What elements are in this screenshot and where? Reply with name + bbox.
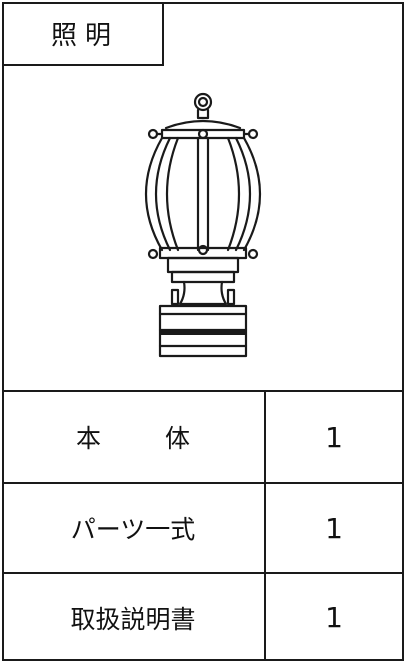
table-row: パーツ一式 1 xyxy=(2,482,404,572)
item-qty: 1 xyxy=(325,511,343,545)
lantern-lamp-icon xyxy=(144,92,262,358)
item-name: 取扱説明書 xyxy=(2,574,266,661)
table-row: 本 体 1 xyxy=(2,390,404,482)
item-qty: 1 xyxy=(325,420,343,454)
parts-table: 本 体 1 パーツ一式 1 取扱説明書 1 xyxy=(2,390,404,661)
sheet-title: 照明 xyxy=(2,2,164,66)
table-row: 取扱説明書 1 xyxy=(2,572,404,661)
item-name: 本 体 xyxy=(2,392,266,482)
item-qty: 1 xyxy=(325,601,343,634)
item-name: パーツ一式 xyxy=(2,484,266,572)
